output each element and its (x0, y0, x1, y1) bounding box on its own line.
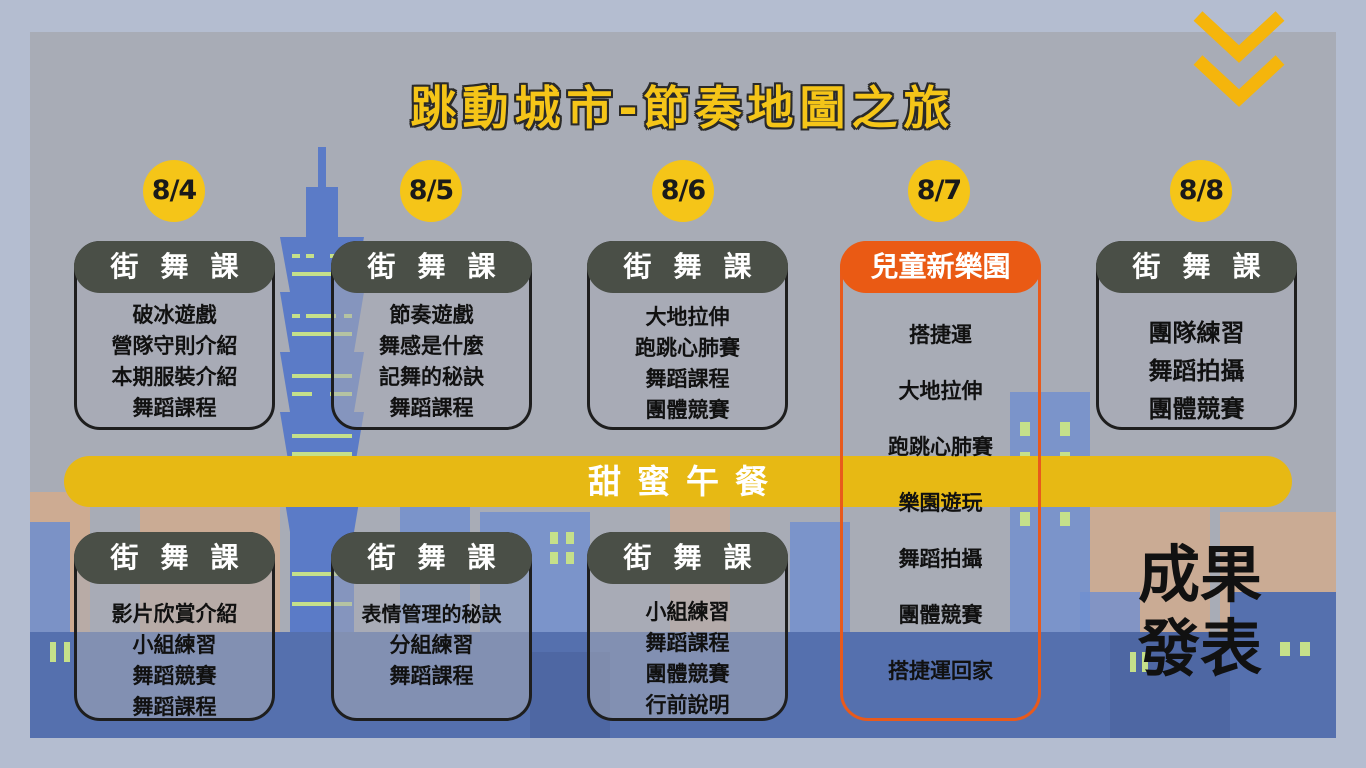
result-line: 成果 (1137, 538, 1262, 611)
lunch-banner: 甜蜜午餐 (64, 456, 1292, 507)
card-header: 街舞課 (1096, 241, 1297, 293)
list-item: 舞感是什麼 (379, 334, 484, 358)
card-header: 街舞課 (587, 241, 788, 293)
list-item: 跑跳心肺賽 (635, 336, 740, 360)
schedule-card: 街舞課 表情管理的秘訣 分組練習 舞蹈課程 (331, 532, 532, 721)
list-item: 本期服裝介紹 (111, 365, 238, 389)
double-chevron-down-icon[interactable] (1188, 8, 1290, 114)
list-item: 小組練習 (132, 633, 217, 657)
schedule-card: 街舞課 影片欣賞介紹 小組練習 舞蹈競賽 舞蹈課程 (74, 532, 275, 721)
schedule-card: 街舞課 團隊練習 舞蹈拍攝 團體競賽 (1096, 241, 1297, 430)
list-item: 舞蹈課程 (645, 367, 730, 391)
card-items: 團隊練習 舞蹈拍攝 團體競賽 (1099, 314, 1294, 428)
list-item: 表情管理的秘訣 (361, 602, 502, 626)
schedule-card: 街舞課 破冰遊戲 營隊守則介紹 本期服裝介紹 舞蹈課程 (74, 241, 275, 430)
card-header: 街舞課 (331, 241, 532, 293)
list-item: 舞蹈課程 (132, 695, 217, 719)
list-item: 舞蹈課程 (389, 396, 474, 420)
list-item: 舞蹈課程 (132, 396, 217, 420)
list-item: 影片欣賞介紹 (111, 602, 238, 626)
list-item: 團體競賽 (645, 662, 730, 686)
card-items: 小組練習 舞蹈課程 團體競賽 行前說明 (590, 597, 785, 721)
list-item: 舞蹈課程 (645, 631, 730, 655)
list-item: 小組練習 (645, 600, 730, 624)
card-header: 街舞課 (587, 532, 788, 584)
list-item: 大地拉伸 (645, 305, 730, 329)
date-badge: 8/5 (400, 160, 462, 222)
list-item: 營隊守則介紹 (111, 334, 238, 358)
list-item: 團體競賽 (1148, 395, 1245, 423)
list-item: 舞蹈課程 (389, 664, 474, 688)
schedule-card: 街舞課 大地拉伸 跑跳心肺賽 舞蹈課程 團體競賽 (587, 241, 788, 430)
list-item: 舞蹈拍攝 (898, 547, 983, 571)
list-item: 搭捷運 (909, 323, 972, 347)
list-item: 團體競賽 (645, 398, 730, 422)
card-header: 兒童新樂園 (840, 241, 1041, 293)
list-item: 舞蹈拍攝 (1148, 357, 1245, 385)
result-presentation-label: 成果 發表 (1120, 538, 1280, 686)
result-line: 發表 (1137, 612, 1262, 685)
page-title: 跳動城市-節奏地圖之旅 (410, 81, 956, 135)
list-item: 團隊練習 (1148, 319, 1245, 347)
card-items: 影片欣賞介紹 小組練習 舞蹈競賽 舞蹈課程 (77, 599, 272, 723)
card-header: 街舞課 (74, 241, 275, 293)
card-header: 街舞課 (74, 532, 275, 584)
list-item: 分組練習 (389, 633, 474, 657)
card-items: 節奏遊戲 舞感是什麼 記舞的秘訣 舞蹈課程 (334, 300, 529, 424)
date-badge: 8/8 (1170, 160, 1232, 222)
list-item: 搭捷運回家 (888, 659, 993, 683)
list-item: 節奏遊戲 (389, 303, 474, 327)
schedule-card: 街舞課 小組練習 舞蹈課程 團體競賽 行前說明 (587, 532, 788, 721)
date-badge: 8/7 (908, 160, 970, 222)
kids-park-card: 兒童新樂園 搭捷運 大地拉伸 跑跳心肺賽 樂園遊玩 舞蹈拍攝 團體競賽 搭捷運回… (840, 241, 1041, 721)
date-badge: 8/4 (143, 160, 205, 222)
list-item: 跑跳心肺賽 (888, 435, 993, 459)
list-item: 行前說明 (645, 693, 730, 717)
list-item: 記舞的秘訣 (379, 365, 484, 389)
card-items: 表情管理的秘訣 分組練習 舞蹈課程 (334, 599, 529, 692)
list-item: 舞蹈競賽 (132, 664, 217, 688)
card-items: 破冰遊戲 營隊守則介紹 本期服裝介紹 舞蹈課程 (77, 300, 272, 424)
list-item: 破冰遊戲 (132, 303, 217, 327)
card-items: 大地拉伸 跑跳心肺賽 舞蹈課程 團體競賽 (590, 302, 785, 426)
schedule-card: 街舞課 節奏遊戲 舞感是什麼 記舞的秘訣 舞蹈課程 (331, 241, 532, 430)
date-badge: 8/6 (652, 160, 714, 222)
card-items: 搭捷運 大地拉伸 跑跳心肺賽 樂園遊玩 舞蹈拍攝 團體競賽 搭捷運回家 (843, 320, 1038, 712)
list-item: 樂園遊玩 (898, 491, 983, 515)
card-header: 街舞課 (331, 532, 532, 584)
list-item: 大地拉伸 (898, 379, 983, 403)
list-item: 團體競賽 (898, 603, 983, 627)
